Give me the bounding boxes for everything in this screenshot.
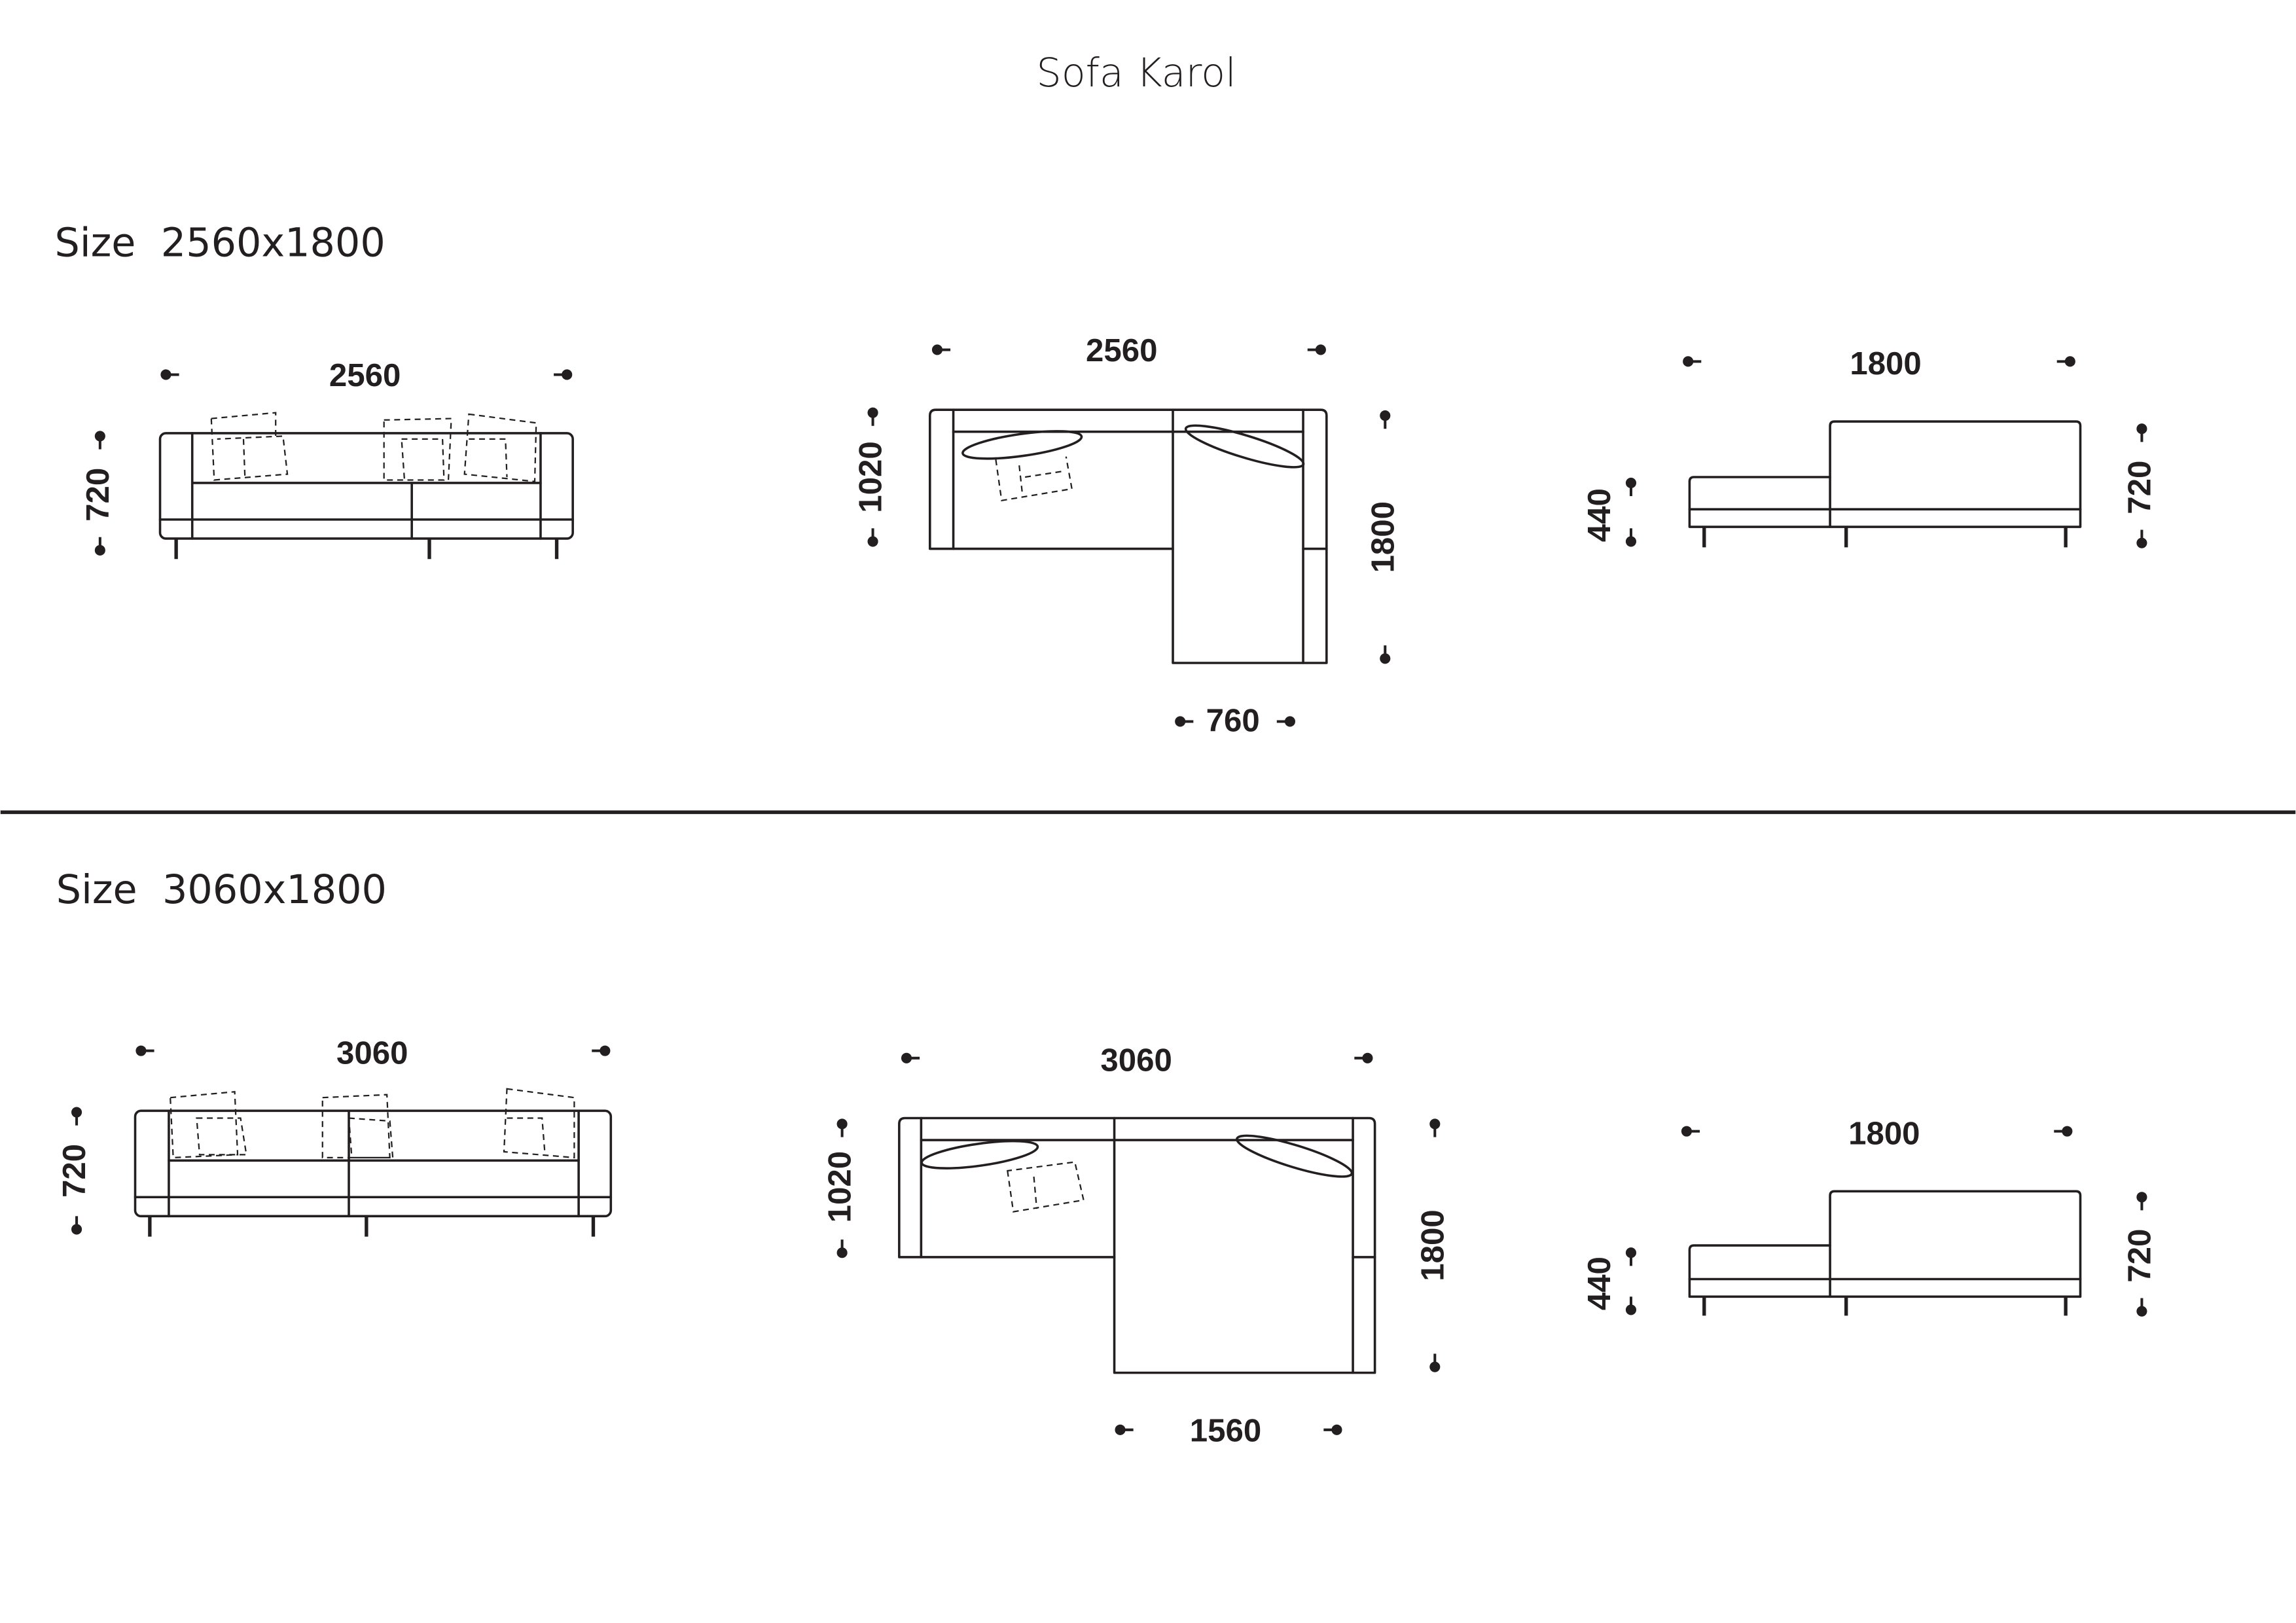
side-view: 1800 440 720 — [1581, 1115, 2157, 1316]
dimension-depth: 1800 — [1850, 346, 1921, 382]
dimension-marker-icon — [1354, 1052, 1373, 1063]
dimension-width: 3060 — [336, 1035, 408, 1071]
dimension-marker-icon — [2136, 529, 2147, 548]
sofa-body — [158, 432, 574, 540]
bolster-cushion — [961, 430, 1083, 460]
section-label: Size 2560x1800 — [55, 220, 386, 266]
dimension-marker-icon — [1429, 1118, 1441, 1137]
dimension-marker-icon — [1681, 1126, 1700, 1137]
top-view: 2560 1020 1800 760 — [853, 332, 1401, 739]
side-view: 1800 440 720 — [1581, 346, 2157, 548]
dimension-marker-icon — [836, 1118, 848, 1137]
dimension-marker-icon — [1380, 410, 1391, 429]
dimension-chaise-width: 760 — [1206, 703, 1260, 739]
top-view: 3060 1020 1800 1560 — [822, 1043, 1451, 1449]
dimension-marker-icon — [2054, 1126, 2073, 1137]
dimension-marker-icon — [1683, 356, 1702, 367]
dimension-marker-icon — [931, 344, 951, 355]
dimension-marker-icon — [867, 407, 878, 426]
dimension-marker-icon — [836, 1240, 848, 1258]
dimension-chaise-width: 1560 — [1190, 1412, 1261, 1448]
dimension-marker-icon — [2136, 1192, 2147, 1211]
dimension-marker-icon — [94, 537, 105, 556]
dimension-height: 720 — [2121, 461, 2157, 514]
dimension-height: 720 — [2121, 1229, 2157, 1283]
dimension-marker-icon — [94, 431, 105, 450]
sofa-outline — [898, 1116, 1376, 1374]
section-size-2560: Size 2560x1800 2560 720 — [55, 220, 2158, 738]
dimension-marker-icon — [71, 1107, 82, 1126]
sofa-body — [134, 1109, 613, 1218]
cushions-dashed — [210, 412, 537, 482]
dimension-width: 2560 — [329, 357, 401, 393]
dimension-marker-icon — [1625, 528, 1637, 547]
dimension-marker-icon — [160, 369, 179, 380]
dimension-marker-icon — [135, 1045, 154, 1056]
dimension-seat-height: 440 — [1581, 1257, 1617, 1310]
dimension-marker-icon — [867, 528, 878, 547]
dimension-marker-icon — [901, 1052, 920, 1063]
dimension-marker-icon — [1175, 716, 1194, 727]
dimension-marker-icon — [71, 1216, 82, 1235]
dimension-depth-left: 1020 — [822, 1151, 858, 1222]
dimension-marker-icon — [1115, 1424, 1134, 1435]
dimension-marker-icon — [1307, 344, 1326, 355]
dimension-width: 2560 — [1086, 332, 1157, 368]
dimension-marker-icon — [2056, 356, 2075, 367]
bolster-cushion — [1236, 1134, 1354, 1178]
bolster-cushion — [1184, 424, 1305, 469]
dimension-seat-height: 440 — [1581, 488, 1617, 542]
front-view: 2560 720 — [80, 357, 574, 560]
drawing-title: Sofa Karol — [1036, 50, 1236, 96]
dimension-marker-icon — [592, 1045, 611, 1056]
bolster-cushion — [920, 1139, 1039, 1169]
dimension-marker-icon — [1625, 1247, 1637, 1266]
dimension-height: 720 — [56, 1144, 92, 1198]
dimension-marker-icon — [1276, 716, 1295, 727]
dimension-width: 3060 — [1100, 1043, 1172, 1079]
dimension-marker-icon — [2136, 423, 2147, 442]
section-size-3060: Size 3060x1800 3060 720 — [56, 867, 2158, 1449]
dimension-marker-icon — [2136, 1298, 2147, 1317]
dimension-depth-left: 1020 — [853, 441, 889, 512]
sofa-outline — [929, 408, 1328, 664]
front-view: 3060 720 — [56, 1035, 613, 1237]
dimension-marker-icon — [1323, 1424, 1342, 1435]
dimension-marker-icon — [1625, 477, 1637, 497]
dimension-depth-right: 1800 — [1414, 1209, 1450, 1281]
section-label: Size 3060x1800 — [56, 867, 387, 913]
dimension-marker-icon — [1429, 1353, 1441, 1372]
cushions-dashed — [170, 1088, 575, 1159]
dimension-marker-icon — [1380, 645, 1391, 664]
dimension-depth-right: 1800 — [1365, 501, 1401, 573]
dimension-marker-icon — [1625, 1296, 1637, 1315]
dimension-depth: 1800 — [1848, 1115, 1920, 1151]
dimension-height: 720 — [80, 468, 116, 522]
dimension-marker-icon — [554, 369, 573, 380]
dimension-markers — [71, 344, 2147, 1435]
